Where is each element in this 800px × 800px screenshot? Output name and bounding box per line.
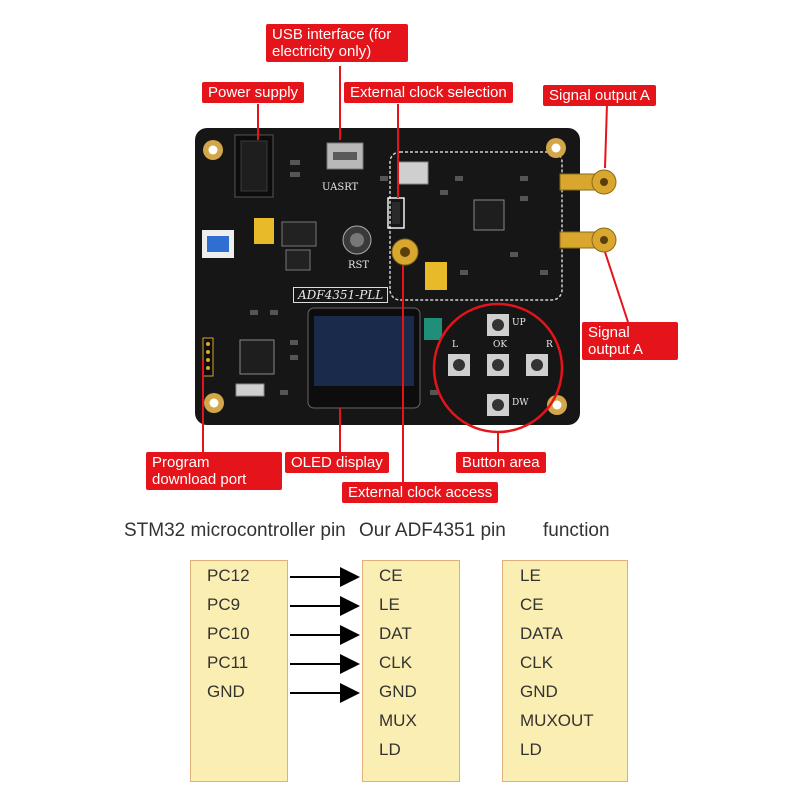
silk-usart: UASRT	[322, 182, 359, 193]
function-item-6: LD	[520, 740, 542, 759]
signal-top-pointer	[604, 103, 608, 169]
adf4351-pin-2: DAT	[379, 624, 412, 643]
program-header	[202, 337, 214, 377]
callout-power: Power supply	[202, 82, 305, 103]
callout-signal-output-top: Signal output A	[543, 85, 656, 106]
pin-arrows	[290, 567, 360, 703]
tantalum-cap-2	[425, 262, 447, 290]
sma-output-bottom	[559, 231, 597, 249]
adf4351-pin-1: LE	[379, 595, 400, 614]
callout-usb: USB interface (for electricity only)	[266, 24, 408, 62]
tantalum-cap-1	[254, 218, 274, 244]
stm32-pin-2: PC10	[207, 624, 250, 643]
silk-left: L	[452, 340, 458, 350]
stm32-pin-box	[190, 560, 288, 782]
callout-button-area: Button area	[456, 452, 546, 473]
callout-ext-clock-selection: External clock selection	[344, 82, 513, 103]
stm32-pin-4: GND	[207, 682, 245, 701]
rf-shield-outline	[389, 151, 563, 301]
crystal-oscillator	[397, 161, 429, 185]
sma-output-top	[559, 173, 597, 191]
adf4351-chip	[473, 199, 505, 231]
stm32-pin-1: PC9	[207, 595, 241, 614]
signal-right-pointer	[604, 251, 629, 323]
silk-right: R	[546, 340, 553, 350]
callout-oled-display: OLED display	[285, 452, 389, 473]
adf4351-pin-box	[362, 560, 460, 782]
function-box	[502, 560, 628, 782]
header-stm32-pins: STM32 microcontroller pin	[124, 520, 346, 541]
function-item-3: CLK	[520, 653, 554, 672]
stm32-chip	[239, 339, 275, 375]
adf4351-pin-4: GND	[379, 682, 417, 701]
callout-signal-output-right: Signal output A	[582, 322, 678, 360]
callout-program-download-port: Program download port	[146, 452, 282, 490]
silk-ok: OK	[493, 340, 508, 350]
regulator-chip	[281, 221, 317, 247]
stm32-pin-3: PC11	[207, 653, 249, 672]
stm32-pin-0: PC12	[207, 566, 250, 585]
function-item-2: DATA	[520, 624, 563, 643]
adf4351-pin-3: CLK	[379, 653, 413, 672]
adf4351-pin-0: CE	[379, 566, 403, 585]
silk-rst: RST	[348, 260, 370, 271]
header-function: function	[543, 520, 610, 541]
silk-down: DW	[512, 398, 529, 408]
function-item-4: GND	[520, 682, 558, 701]
function-item-0: LE	[520, 566, 541, 585]
adf4351-pin-6: LD	[379, 740, 401, 759]
function-item-1: CE	[520, 595, 544, 614]
ext-clock-jumper	[387, 197, 405, 229]
silk-up: UP	[512, 318, 526, 328]
function-item-5: MUXOUT	[520, 711, 594, 730]
adf4351-pin-5: MUX	[379, 711, 417, 730]
header-adf4351-pins: Our ADF4351 pin	[359, 520, 506, 541]
callout-external-clock-access: External clock access	[342, 482, 499, 503]
silk-board-name: ADF4351-PLL	[293, 287, 389, 303]
